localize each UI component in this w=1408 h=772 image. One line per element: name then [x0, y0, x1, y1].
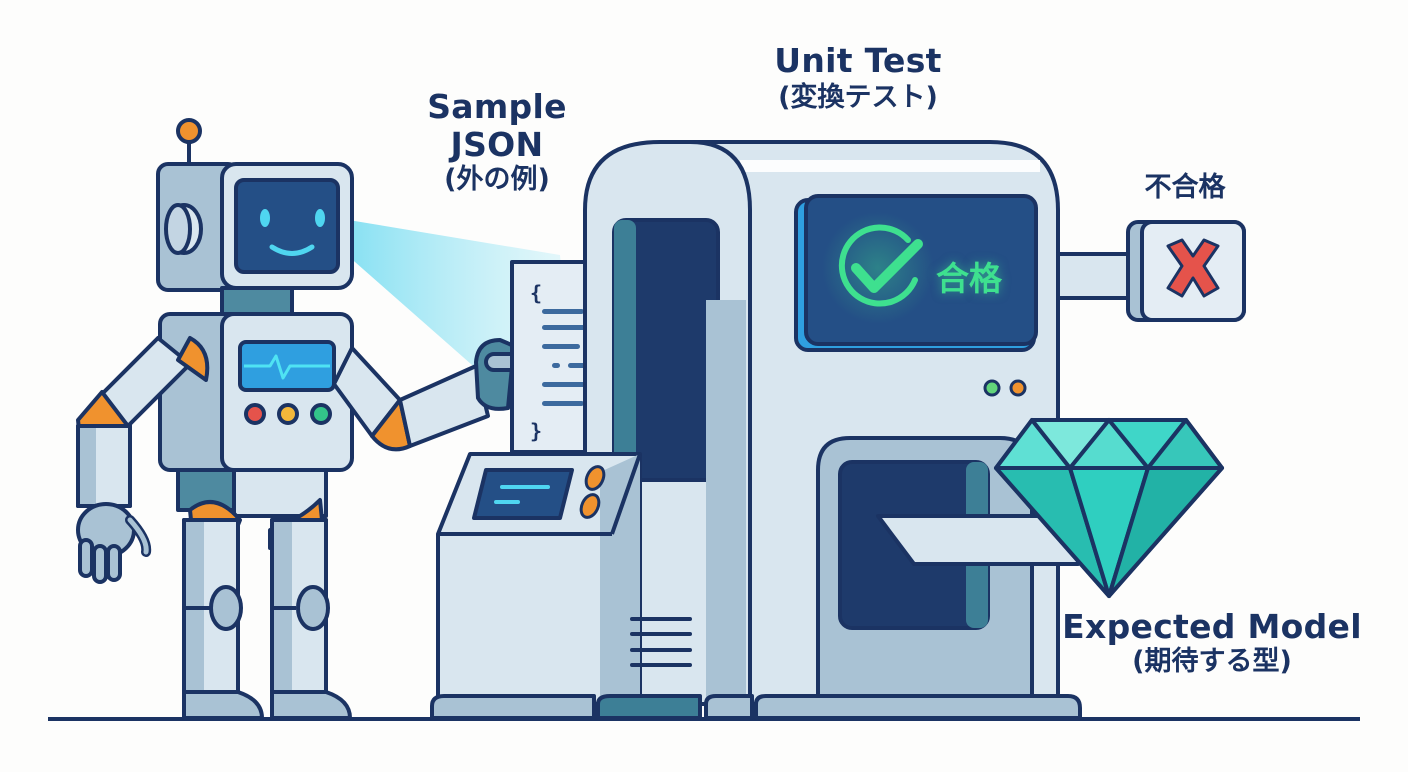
sample-json-label: Sample JSON (外の例)	[408, 88, 586, 195]
robot	[76, 118, 536, 720]
x-mark-icon	[1166, 238, 1220, 298]
doc-close-brace: }	[530, 419, 542, 443]
sample-json-subtitle: (外の例)	[444, 163, 550, 195]
expected-model-title: Expected Model	[1062, 607, 1362, 646]
pass-status-label: 合格	[936, 259, 1002, 298]
unit-test-label: Unit Test (変換テスト)	[740, 42, 976, 113]
doc-open-brace: {	[530, 281, 542, 305]
sample-json-title-line1: Sample	[427, 87, 567, 126]
diamond-gem-icon	[994, 418, 1224, 598]
expected-model-subtitle: (期待する型)	[1132, 645, 1292, 677]
sample-json-title-line2: JSON	[450, 124, 544, 164]
check-circle-icon	[822, 212, 934, 324]
unit-test-title: Unit Test	[774, 41, 942, 80]
unit-test-subtitle: (変換テスト)	[778, 81, 938, 113]
fail-label: 不合格	[1144, 172, 1226, 203]
expected-model-label: Expected Model (期待する型)	[1062, 608, 1362, 677]
